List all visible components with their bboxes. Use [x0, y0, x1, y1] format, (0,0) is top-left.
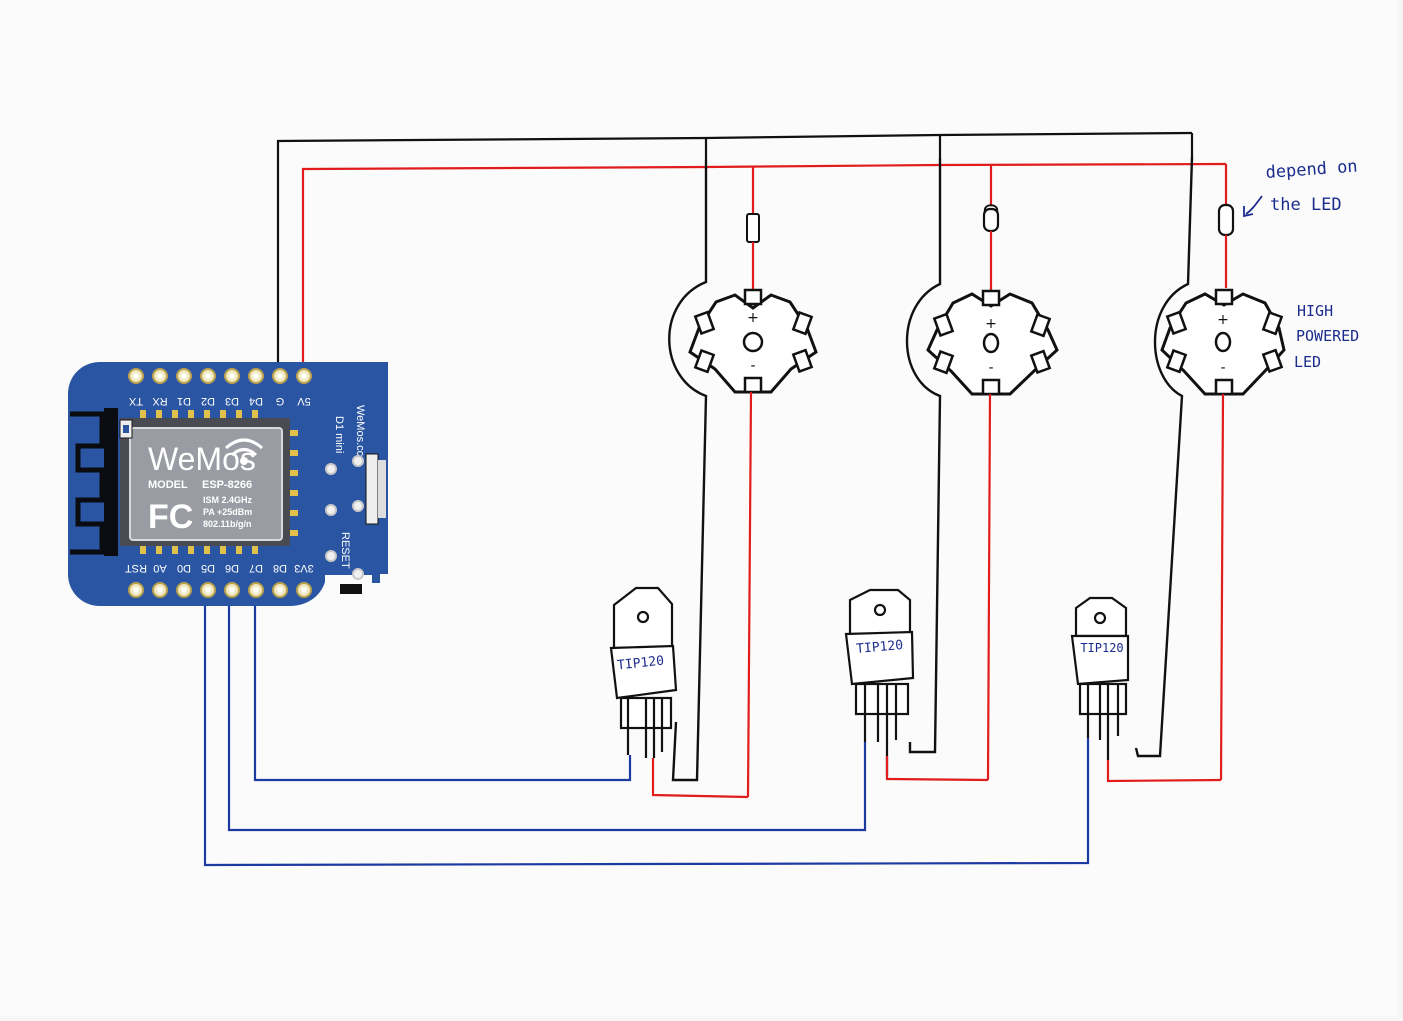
pin-label-d1: D1	[177, 395, 191, 407]
led-note: HIGH POWERED LED	[1294, 302, 1359, 371]
spec-line-1: ISM 2.4GHz	[203, 495, 253, 505]
pin-label-d8: D8	[273, 562, 287, 574]
led-note-line-3: LED	[1294, 353, 1321, 371]
ground-bus	[276, 131, 1194, 370]
pin-label-g: G	[276, 395, 285, 407]
fc-logo: FC	[148, 498, 193, 536]
spec-line-2: PA +25dBm	[203, 507, 252, 517]
led-1-plus: +	[747, 310, 759, 326]
pin-label-d4: D4	[249, 395, 263, 407]
pin-label-d0: D0	[177, 562, 191, 574]
pin-label-d5: D5	[201, 562, 215, 574]
collector-wires	[651, 756, 1222, 799]
transistor-2-label: TIP120	[856, 638, 904, 657]
led-unit-2	[905, 158, 1059, 781]
signal-wires	[203, 588, 1090, 867]
board-logo: WeMos	[148, 441, 256, 477]
led-3-minus: -	[1220, 360, 1225, 376]
pin-label-d3: D3	[225, 395, 239, 407]
transistor-1-label: TIP120	[616, 654, 664, 674]
pin-label-tx: TX	[128, 395, 143, 407]
transistor-3: TIP120	[1070, 596, 1130, 760]
resistor-note-line-2: the LED	[1270, 195, 1342, 215]
pin-label-a0: A0	[153, 562, 166, 574]
wemos-d1-mini-board: WeMos MODEL ESP-8266 FC ISM 2.4GHz PA +2…	[68, 362, 388, 606]
spec-line-3: 802.11b/g/n	[203, 519, 252, 529]
transistor-3-label: TIP120	[1080, 641, 1123, 655]
led-note-line-1: HIGH	[1297, 302, 1333, 320]
transistor-2: TIP120	[844, 588, 915, 776]
board-model-label: MODEL	[148, 479, 188, 491]
led-unit-3	[1134, 156, 1286, 781]
resistor-note: depend on the LED	[1243, 157, 1358, 218]
transistor-1: TIP120	[609, 586, 678, 758]
pin-label-d2: D2	[201, 395, 215, 407]
led-note-line-2: POWERED	[1296, 327, 1359, 345]
led-polarity-marks: + - + - + -	[747, 310, 1229, 376]
pin-label-rx: RX	[152, 395, 168, 407]
reset-label: RESET	[339, 532, 351, 569]
led-2-minus: -	[988, 360, 993, 376]
pin-label-d7: D7	[249, 562, 263, 574]
resistor-note-line-1: depend on	[1265, 157, 1358, 183]
pin-label-rst: RST	[125, 562, 147, 574]
pin-label-3v3: 3V3	[294, 562, 314, 574]
led-unit-1	[668, 160, 818, 798]
led-2-plus: +	[985, 316, 997, 332]
board-site: WeMos.cc	[354, 405, 366, 457]
board-model: ESP-8266	[202, 479, 252, 491]
led-1-minus: -	[750, 358, 755, 374]
led-3-plus: +	[1217, 312, 1229, 328]
pin-label-5v: 5V	[297, 395, 311, 407]
board-name: D1 mini	[333, 416, 345, 453]
pin-label-d6: D6	[225, 562, 239, 574]
